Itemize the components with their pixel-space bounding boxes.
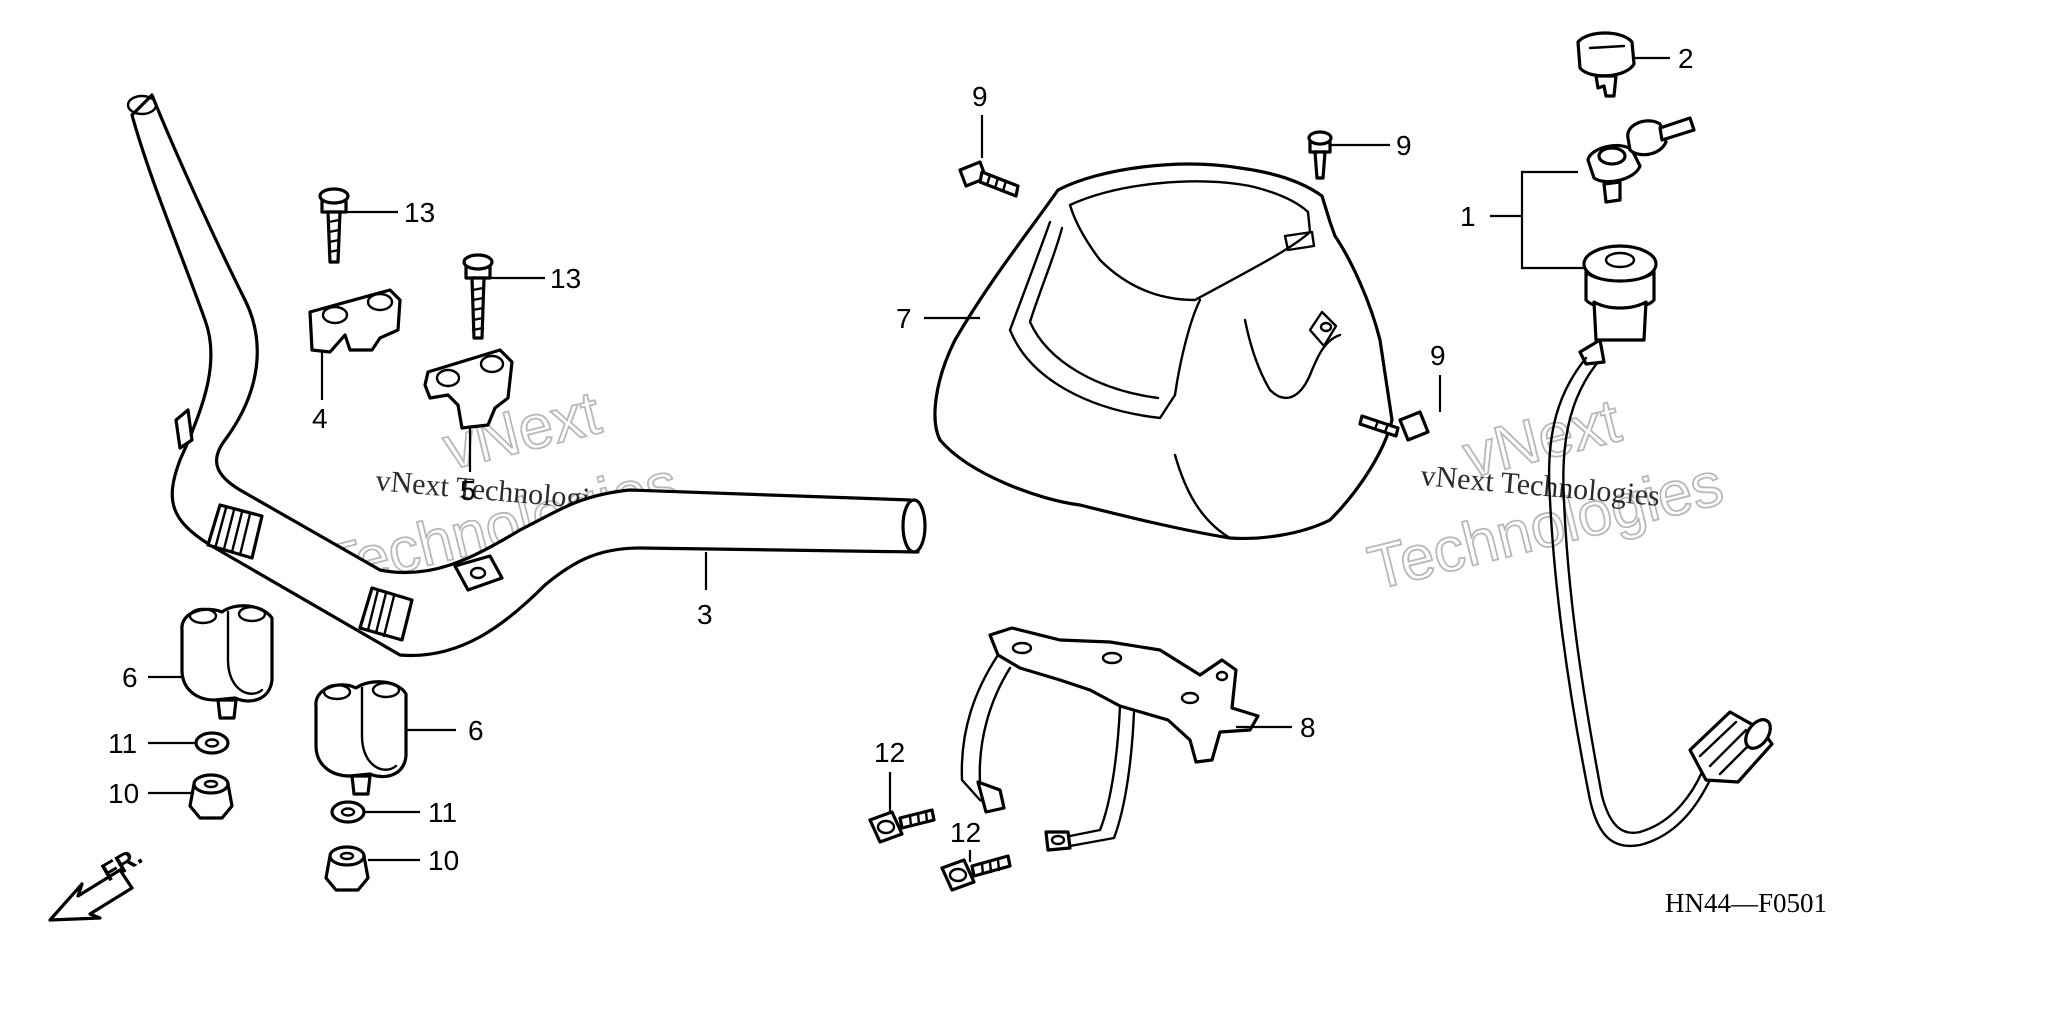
stay-bolt-lower [940, 854, 1012, 892]
knurl-left [206, 503, 264, 560]
upper-holder-left [308, 288, 402, 354]
front-direction-arrow: FR. [48, 840, 147, 922]
callout-lower-holder-right: 6 [468, 715, 484, 746]
nut-left [188, 773, 234, 820]
callout-upper-holder-left: 4 [312, 403, 328, 434]
handlebar [126, 93, 927, 658]
callout-stay-bolt-lower: 12 [950, 817, 981, 848]
washer-left [194, 731, 230, 755]
callout-handlebar: 3 [697, 599, 713, 630]
cover-stay [960, 626, 1260, 852]
holder-bolt-left [318, 187, 350, 264]
callout-ignition-switch: 1 [1460, 201, 1476, 232]
callout-nut-left: 10 [108, 778, 139, 809]
knurl-right [358, 586, 414, 642]
leader-lines [148, 56, 1670, 862]
holder-bolt-right [462, 253, 494, 340]
callout-cover-screw-side: 9 [1430, 340, 1446, 371]
cover-screw-top [1307, 130, 1333, 180]
washer-right [330, 800, 366, 824]
ignition-keys [1586, 116, 1696, 204]
callout-cover-screw-left: 9 [972, 81, 988, 112]
callout-cover-stay: 8 [1300, 712, 1316, 743]
cover-screw-side [1358, 410, 1430, 442]
callout-lower-holder-left: 6 [122, 662, 138, 693]
callout-holder-bolt-right: 13 [550, 263, 581, 294]
callout-key-blank: 2 [1678, 43, 1694, 74]
callout-washer-left: 11 [108, 728, 137, 759]
callout-upper-holder-right: 5 [460, 475, 476, 506]
diagram-reference-code: HN44—F0501 [1665, 888, 1827, 918]
lower-holder-left [180, 604, 274, 720]
lower-holder-right [314, 680, 408, 796]
upper-holder-right [423, 348, 514, 430]
stay-bolt-upper [868, 808, 936, 844]
callout-handlebar-cover: 7 [896, 303, 912, 334]
cover-screw-left [958, 160, 1020, 198]
callout-holder-bolt-left: 13 [404, 197, 435, 228]
ignition-switch [1547, 244, 1774, 848]
nut-right [324, 845, 370, 892]
callout-cover-screw-top: 9 [1396, 130, 1412, 161]
key-blank [1576, 31, 1636, 98]
callout-washer-right: 11 [428, 797, 457, 828]
callout-labels: 1 2 3 4 5 6 6 7 8 9 9 9 10 10 11 11 12 1… [108, 43, 1694, 876]
callout-stay-bolt-upper: 12 [874, 737, 905, 768]
handlebar-cover [933, 162, 1394, 540]
callout-nut-right: 10 [428, 845, 459, 876]
